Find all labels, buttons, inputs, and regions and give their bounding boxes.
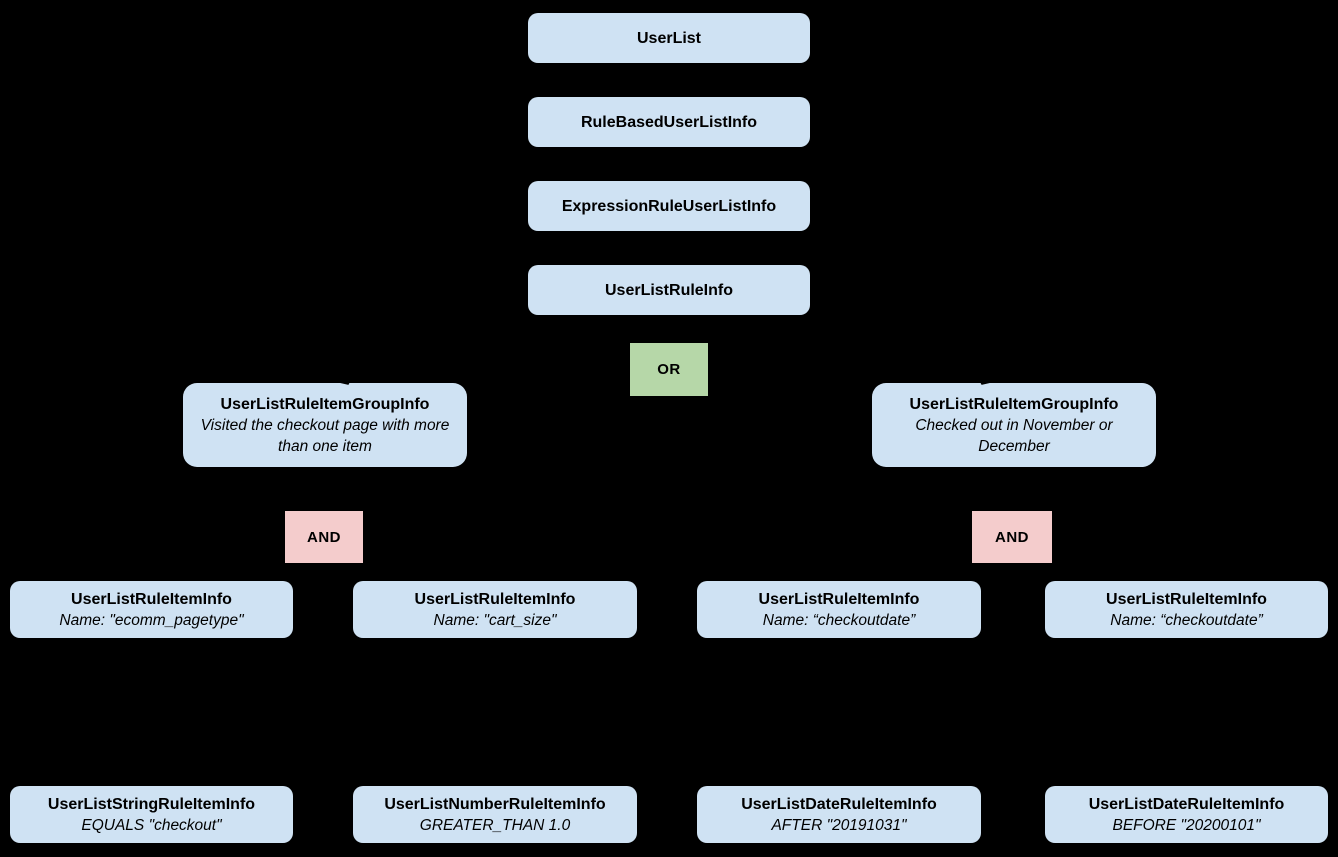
node-expressionruleuserlistinfo: ExpressionRuleUserListInfo (528, 181, 810, 231)
node-subtitle: EQUALS "checkout" (81, 816, 222, 834)
node-subtitle: Name: "cart_size" (433, 611, 557, 629)
and-operator-left: AND (285, 511, 363, 563)
node-subtitle: Name: “checkoutdate” (1110, 611, 1263, 629)
node-ruleitem-cart-size: UserListRuleItemInfo Name: "cart_size" (353, 581, 637, 638)
node-ruleitem-ecomm-pagetype: UserListRuleItemInfo Name: "ecomm_pagety… (10, 581, 293, 638)
node-userlistruleinfo: UserListRuleInfo (528, 265, 810, 315)
node-title: ExpressionRuleUserListInfo (561, 197, 777, 215)
node-subtitle: Name: "ecomm_pagetype" (59, 611, 244, 629)
node-description: Checked out in November or December (915, 416, 1113, 455)
node-title: UserListDateRuleItemInfo (741, 795, 937, 813)
node-title: UserListDateRuleItemInfo (1088, 795, 1285, 813)
node-title: UserListRuleItemInfo (414, 590, 576, 608)
node-rulebaseduserlistinfo: RuleBasedUserListInfo (528, 97, 810, 147)
node-subtitle: GREATER_THAN 1.0 (419, 816, 571, 834)
and-operator-right: AND (972, 511, 1052, 563)
node-title: RuleBasedUserListInfo (580, 113, 758, 131)
node-subtitle: Name: “checkoutdate” (762, 611, 916, 629)
node-subtitle: BEFORE "20200101" (1112, 816, 1261, 834)
or-operator: OR (630, 343, 708, 396)
node-title: UserListNumberRuleItemInfo (384, 795, 606, 813)
node-title: UserListRuleItemGroupInfo (909, 395, 1119, 413)
node-description: Visited the checkout page with more than… (200, 416, 450, 455)
node-userlist: UserList (528, 13, 810, 63)
node-title: UserListRuleItemInfo (71, 590, 232, 608)
node-subtitle: AFTER "20191031" (771, 816, 907, 834)
node-dateruleitem-after: UserListDateRuleItemInfo AFTER "20191031… (697, 786, 981, 843)
node-title: UserListRuleItemGroupInfo (220, 395, 430, 413)
node-numberruleitem: UserListNumberRuleItemInfo GREATER_THAN … (353, 786, 637, 843)
node-title: UserListRuleItemInfo (758, 590, 920, 608)
node-title: UserList (636, 29, 702, 47)
node-title: UserListRuleInfo (604, 281, 733, 299)
node-stringruleitem: UserListStringRuleItemInfo EQUALS "check… (10, 786, 293, 843)
node-title: UserListStringRuleItemInfo (47, 795, 256, 813)
node-ruleitem-checkoutdate-1: UserListRuleItemInfo Name: “checkoutdate… (697, 581, 981, 638)
node-dateruleitem-before: UserListDateRuleItemInfo BEFORE "2020010… (1045, 786, 1328, 843)
node-group-right: UserListRuleItemGroupInfo Checked out in… (872, 383, 1156, 467)
node-group-left: UserListRuleItemGroupInfo Visited the ch… (183, 383, 467, 467)
node-ruleitem-checkoutdate-2: UserListRuleItemInfo Name: “checkoutdate… (1045, 581, 1328, 638)
node-title: UserListRuleItemInfo (1106, 590, 1267, 608)
